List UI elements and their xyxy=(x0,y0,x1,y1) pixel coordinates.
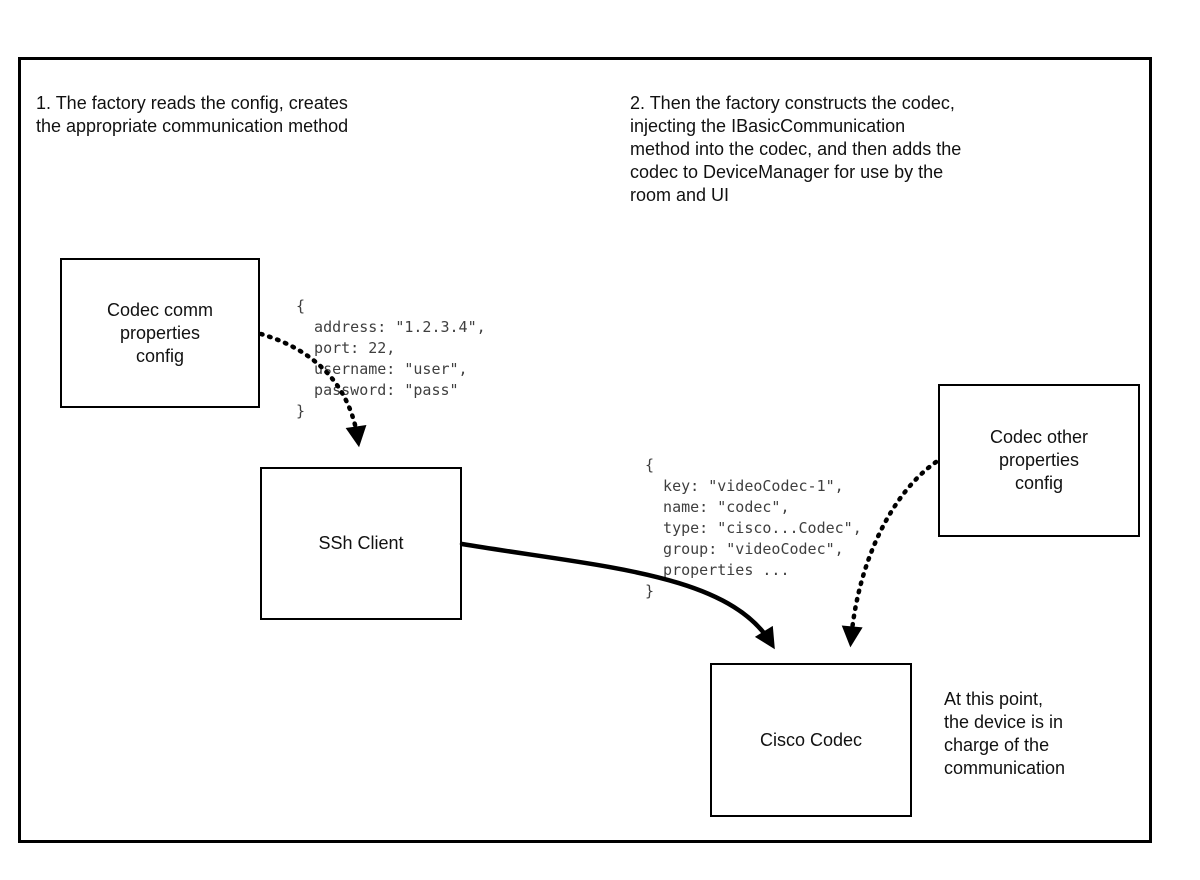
box-codec-other-properties-config-label: Codec other properties config xyxy=(989,427,1089,493)
box-ssh-client: SSh Client xyxy=(260,467,462,620)
note-final: At this point, the device is in charge o… xyxy=(944,689,1066,778)
note-step2: 2. Then the factory constructs the codec… xyxy=(630,93,962,205)
box-cisco-codec: Cisco Codec xyxy=(710,663,912,817)
box-cisco-codec-label: Cisco Codec xyxy=(759,729,863,750)
box-codec-comm-properties-config-label: Codec comm properties config xyxy=(106,299,214,366)
box-ssh-client-label: SSh Client xyxy=(318,533,404,553)
code-codec-properties: { key: "videoCodec-1", name: "codec", ty… xyxy=(645,456,862,600)
box-codec-comm-properties-config: Codec comm properties config xyxy=(60,258,260,408)
box-codec-other-properties-config: Codec other properties config xyxy=(938,384,1140,537)
note-step1: 1. The factory reads the config, creates… xyxy=(36,93,349,136)
code-comm-properties: { address: "1.2.3.4", port: 22, username… xyxy=(296,297,486,420)
